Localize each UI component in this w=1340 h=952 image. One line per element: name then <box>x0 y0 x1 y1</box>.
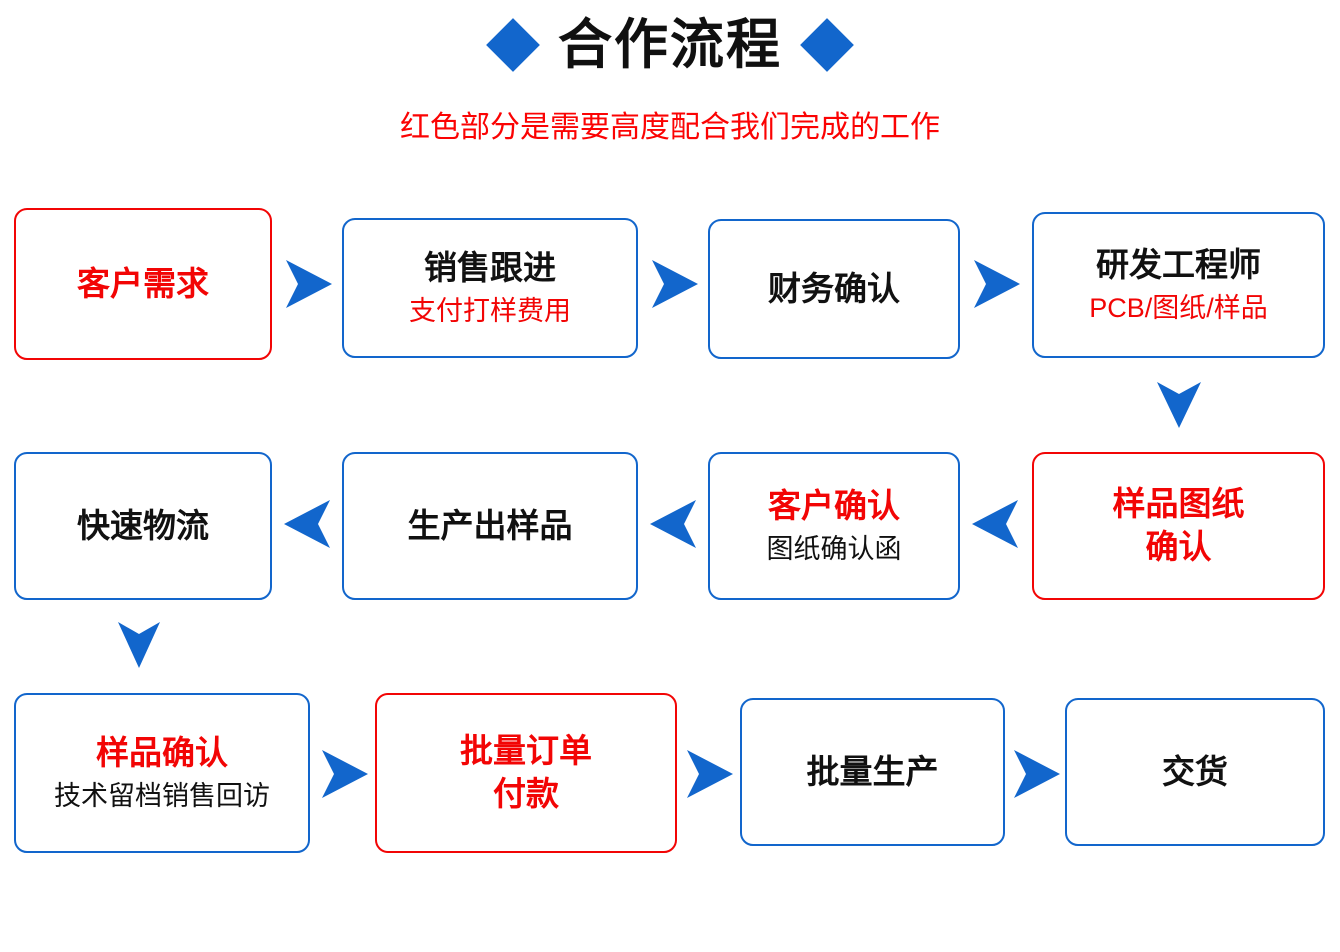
arrow-left-icon-1 <box>282 498 332 550</box>
page-title: 合作流程 <box>558 15 782 75</box>
flow-node-bulk-production[interactable]: 批量生产 <box>740 698 1005 846</box>
arrow-right-icon-5 <box>685 748 735 800</box>
arrow-down-icon-1 <box>1155 380 1203 430</box>
flow-node-customer-demand[interactable]: 客户需求 <box>14 208 272 360</box>
arrow-left-icon-2 <box>648 498 698 550</box>
node-title: 研发工程师 <box>1096 245 1261 283</box>
node-title: 交货 <box>1162 752 1228 790</box>
arrow-right-icon-4 <box>320 748 370 800</box>
node-title: 生产出样品 <box>407 506 573 544</box>
flow-node-rd-engineer[interactable]: 研发工程师 PCB/图纸/样品 <box>1032 212 1325 358</box>
node-title: 快速物流 <box>77 506 209 544</box>
node-subtitle: PCB/图纸/样品 <box>1089 293 1268 324</box>
node-title: 客户确认 <box>768 486 900 524</box>
flow-node-customer-confirm[interactable]: 客户确认 图纸确认函 <box>708 452 960 600</box>
title-row: 合作流程 <box>0 18 1340 72</box>
arrow-right-icon-2 <box>650 258 700 310</box>
node-title: 销售跟进 <box>424 248 556 286</box>
node-title-line2: 付款 <box>493 775 559 812</box>
node-title-line2: 确认 <box>1145 528 1212 565</box>
arrow-down-icon-2 <box>116 620 162 670</box>
flow-node-sample-drawing-confirm[interactable]: 样品图纸 确认 <box>1032 452 1325 600</box>
arrow-right-icon-3 <box>972 258 1022 310</box>
node-subtitle: 技术留档销售回访 <box>54 781 270 812</box>
flow-node-bulk-order-payment[interactable]: 批量订单 付款 <box>375 693 677 853</box>
arrow-right-icon-6 <box>1012 748 1062 800</box>
node-subtitle: 支付打样费用 <box>409 296 571 327</box>
node-subtitle: 图纸确认函 <box>766 534 902 565</box>
flow-node-finance-confirm[interactable]: 财务确认 <box>708 219 960 359</box>
node-title: 批量生产 <box>806 752 939 790</box>
flow-node-sample-confirm[interactable]: 样品确认 技术留档销售回访 <box>14 693 310 853</box>
flow-node-produce-sample[interactable]: 生产出样品 <box>342 452 638 600</box>
arrow-right-icon-1 <box>284 258 334 310</box>
node-title: 财务确认 <box>768 269 900 307</box>
arrow-left-icon-3 <box>970 498 1020 550</box>
node-title: 样品图纸 <box>1112 485 1245 523</box>
flow-node-sales-followup[interactable]: 销售跟进 支付打样费用 <box>342 218 638 358</box>
node-title: 客户需求 <box>77 264 209 302</box>
node-title: 批量订单 <box>460 732 592 770</box>
flow-node-delivery[interactable]: 交货 <box>1065 698 1325 846</box>
flow-node-fast-logistics[interactable]: 快速物流 <box>14 452 272 600</box>
page-header: 合作流程 红色部分是需要高度配合我们完成的工作 <box>0 0 1340 175</box>
node-title: 样品确认 <box>96 733 228 771</box>
page-subtitle: 红色部分是需要高度配合我们完成的工作 <box>400 111 940 144</box>
